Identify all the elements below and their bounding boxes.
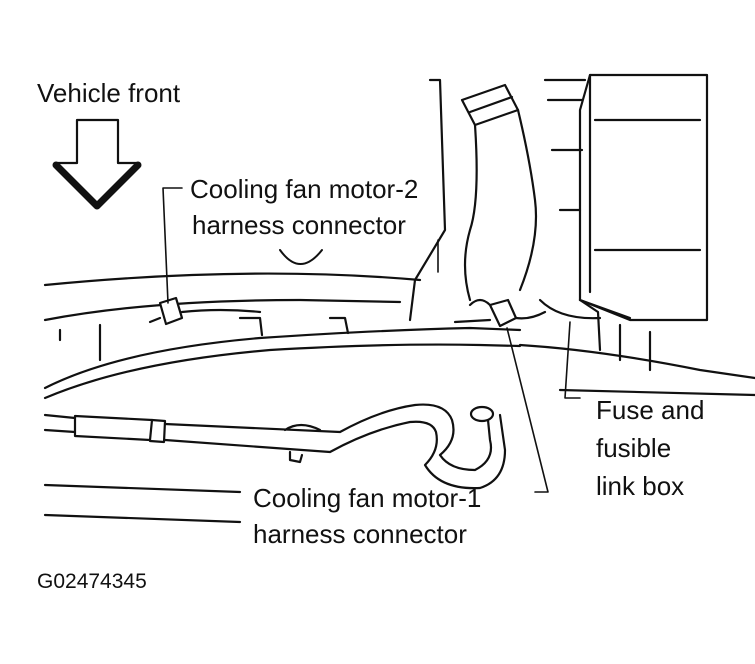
fuse-box-label-line3: link box: [596, 471, 685, 501]
fan1-connector-label-line2: harness connector: [253, 519, 467, 549]
leader-fan2: [162, 187, 183, 304]
lower-pipe: [43, 403, 507, 490]
arrow-down-icon: [52, 118, 142, 210]
vehicle-front-label: Vehicle front: [37, 78, 181, 108]
leader-lines: [162, 187, 581, 493]
fan2-connector-label-line2: harness connector: [192, 210, 406, 240]
fan1-connector-icon: [453, 298, 547, 328]
radiator-core-support: [43, 249, 755, 400]
fan2-connector-label-line1: Cooling fan motor-2: [190, 174, 419, 204]
fan1-connector-label-line1: Cooling fan motor-1: [253, 483, 482, 513]
leader-fuse: [564, 321, 581, 399]
fuse-box-label-line2: fusible: [596, 433, 672, 463]
fuse-box: [538, 73, 709, 372]
leader-fan1: [506, 327, 549, 493]
fan2-connector-icon: [148, 296, 262, 326]
underbody-lines: [43, 483, 242, 524]
figure-code: G02474345: [37, 570, 147, 593]
fuse-box-label-line1: Fuse and: [596, 395, 705, 425]
radiator-upper-hose: [408, 78, 538, 322]
